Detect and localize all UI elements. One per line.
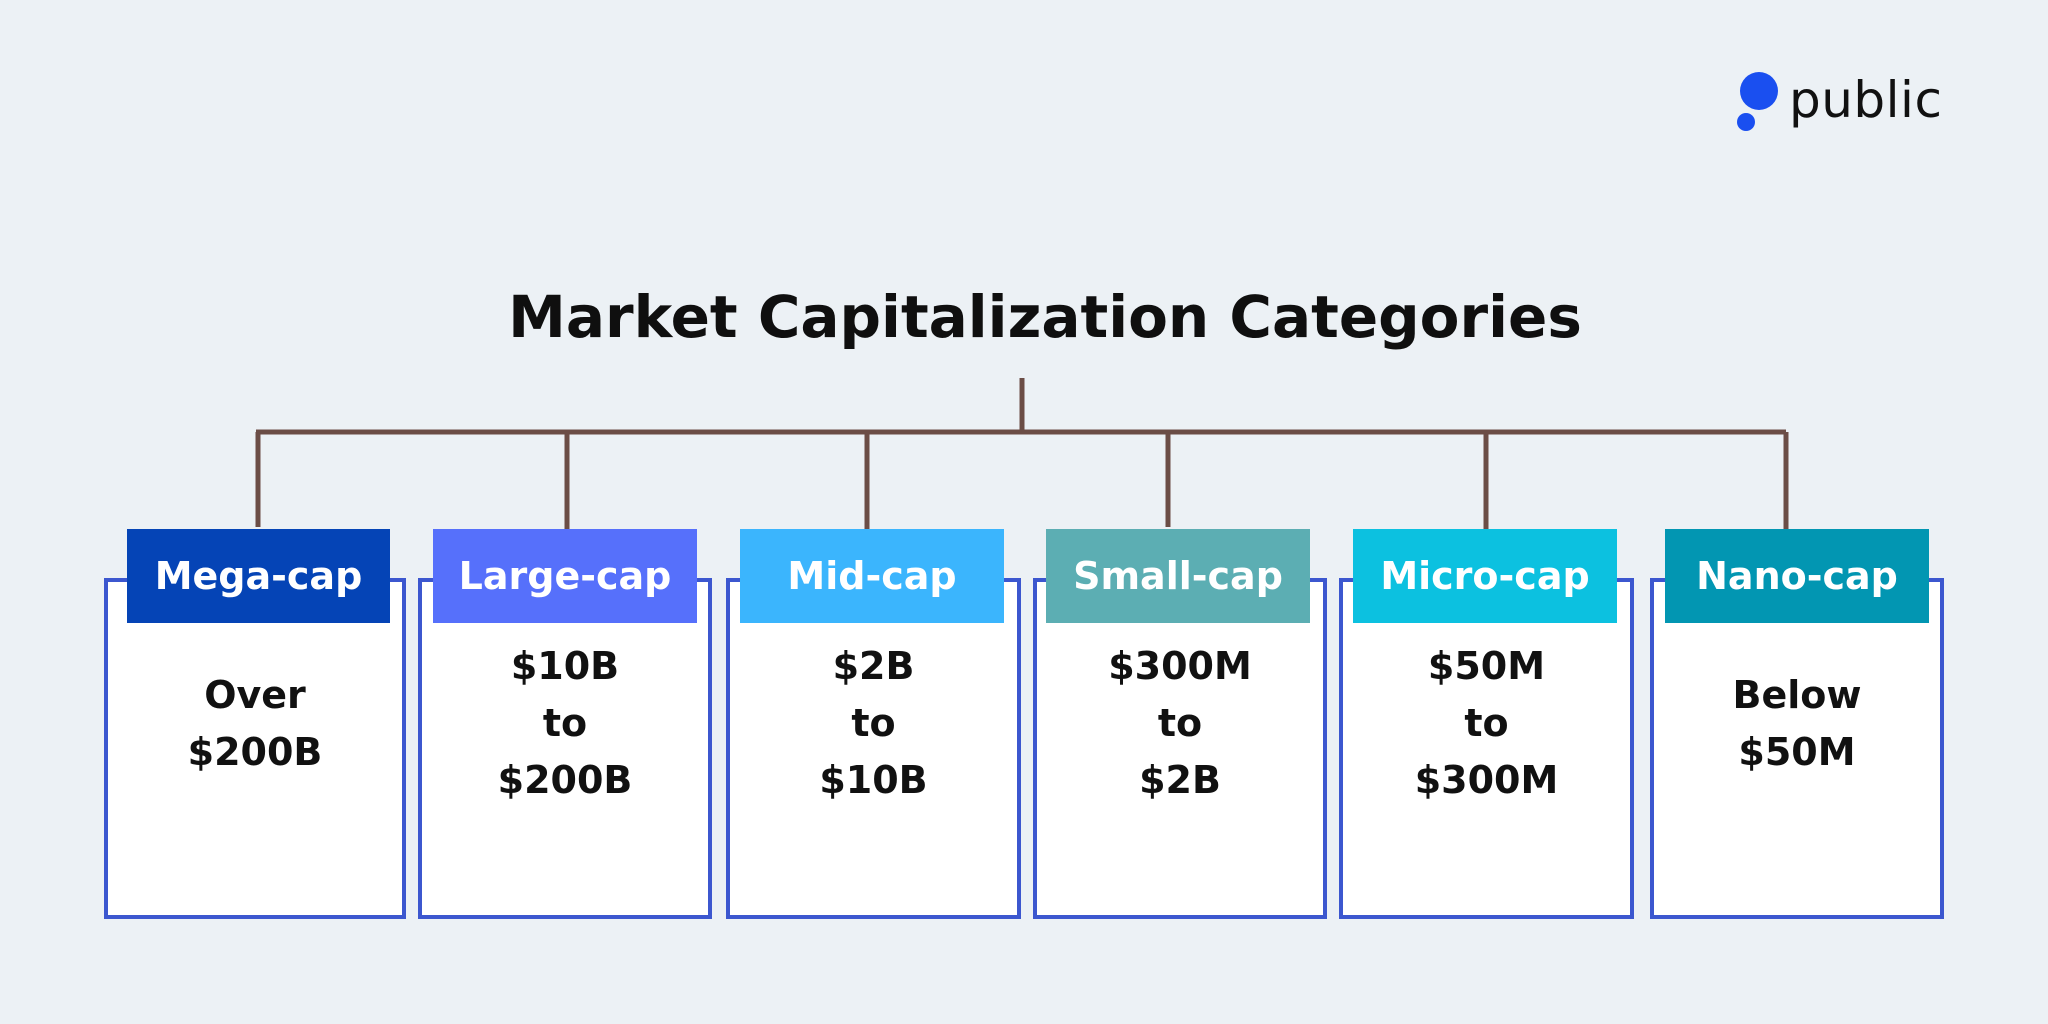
category-label-nano-cap: Nano-cap (1665, 529, 1929, 623)
range-line: $50M (1738, 730, 1856, 774)
category-label-small-cap: Small-cap (1046, 529, 1310, 623)
category-card-mega-cap (104, 578, 406, 919)
diagram-title: Market Capitalization Categories (508, 283, 1582, 351)
public-logo-mark-icon (1737, 72, 1778, 131)
category-card-nano-cap (1650, 578, 1944, 919)
range-line: $50M (1427, 644, 1546, 688)
range-line: $300M (1108, 644, 1252, 688)
category-range-small-cap: $300M to $2B (1033, 638, 1327, 809)
range-line: Over (204, 673, 306, 717)
range-line: Below (1732, 673, 1862, 717)
category-label-mega-cap: Mega-cap (127, 529, 390, 623)
category-label-micro-cap: Micro-cap (1353, 529, 1617, 623)
category-range-micro-cap: $50M to $300M (1339, 638, 1634, 809)
category-card-mid-cap (726, 578, 1021, 919)
public-logo: public (1737, 70, 1957, 134)
range-line: to (542, 701, 588, 745)
category-range-mid-cap: $2B to $10B (726, 638, 1021, 809)
category-range-mega-cap: Over $200B (104, 667, 406, 781)
category-label-mid-cap: Mid-cap (740, 529, 1004, 623)
range-line: $2B (832, 644, 915, 688)
category-range-large-cap: $10B to $200B (418, 638, 712, 809)
range-line: $2B (1139, 758, 1221, 802)
logo-wordmark: public (1789, 71, 1943, 129)
range-line: $10B (819, 758, 928, 802)
range-line: to (851, 701, 896, 745)
range-line: to (1157, 701, 1203, 745)
range-line: $300M (1414, 758, 1559, 802)
range-line: $200B (497, 758, 633, 802)
category-label-large-cap: Large-cap (433, 529, 697, 623)
range-line: $10B (510, 644, 620, 688)
category-range-nano-cap: Below $50M (1650, 667, 1944, 781)
range-line: to (1464, 701, 1509, 745)
range-line: $200B (187, 730, 323, 774)
